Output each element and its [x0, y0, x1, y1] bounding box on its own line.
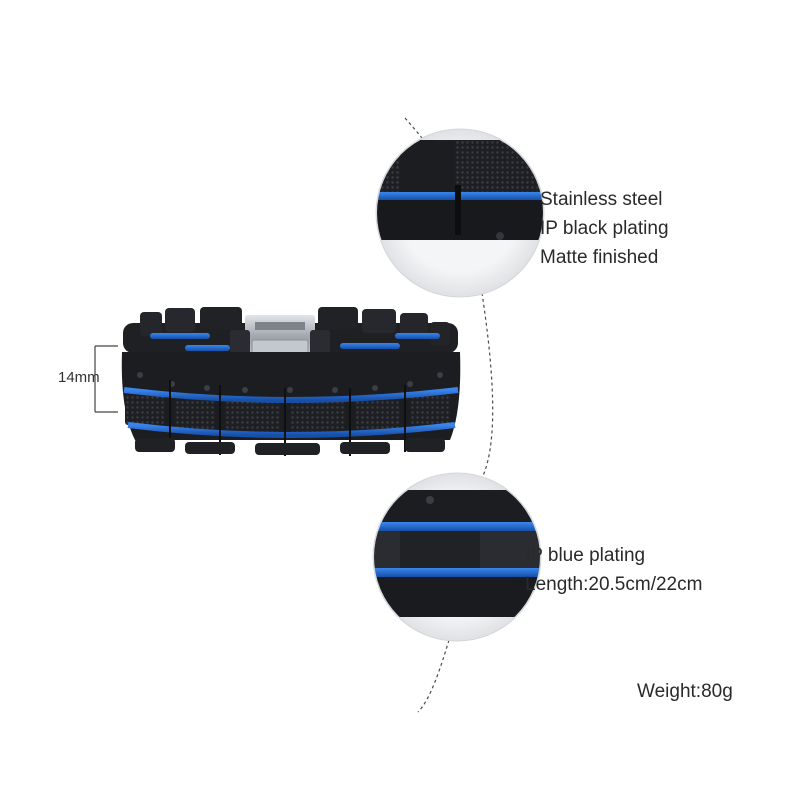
weight-label: Weight:80g: [637, 681, 733, 702]
bottom-callout-text: IP blue plating Length:20.5cm/22cm: [525, 541, 702, 599]
material-line: Stainless steel: [540, 189, 663, 210]
dimension-label: 14mm: [58, 369, 100, 386]
detail-circle-top: [375, 128, 545, 298]
bracelet: [121, 307, 461, 456]
bracelet-back-links: [123, 307, 458, 361]
dimension-bracket: [94, 345, 118, 413]
detail-circle-bottom: [372, 472, 542, 642]
top-callout-text: Stainless steel IP black plating Matte f…: [540, 185, 669, 272]
blue-plating-line: IP blue plating: [525, 545, 646, 566]
bracelet-front-links: [121, 352, 461, 456]
plating-line: IP black plating: [540, 218, 669, 239]
length-line: Length:20.5cm/22cm: [525, 574, 703, 595]
finish-line: Matte finished: [540, 247, 659, 268]
